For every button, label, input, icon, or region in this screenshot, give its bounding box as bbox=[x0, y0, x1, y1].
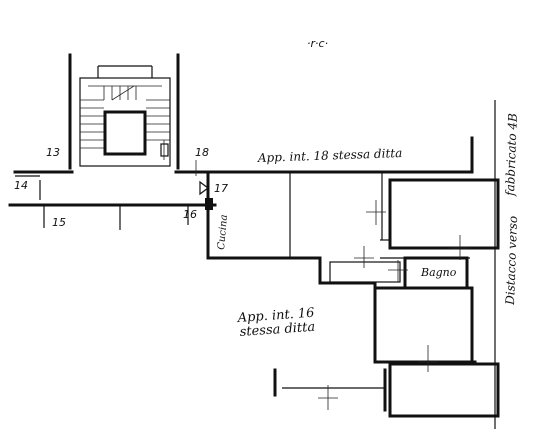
apt16-label-line2: stessa ditta bbox=[239, 320, 315, 340]
cucina-label: Cucina bbox=[216, 214, 230, 250]
bagno-label: Bagno bbox=[420, 266, 457, 279]
header-mark: ·r·c· bbox=[307, 37, 328, 50]
landing-corridor bbox=[8, 170, 474, 230]
distacco-label-line2: fabbricato 4B bbox=[503, 113, 520, 197]
apartment-walls bbox=[163, 100, 500, 429]
stairwell bbox=[68, 53, 180, 170]
distacco-label-line1: Distacco verso bbox=[503, 216, 520, 307]
apt16-label-line1: App. int. 16 bbox=[236, 306, 315, 326]
point-15: 15 bbox=[52, 216, 66, 229]
apt18-label: App. int. 18 stessa ditta bbox=[257, 146, 403, 165]
point-13: 13 bbox=[46, 146, 60, 159]
point-17: 17 bbox=[214, 182, 228, 195]
point-14: 14 bbox=[14, 179, 28, 192]
point-18: 18 bbox=[195, 146, 209, 159]
point-16: 16 bbox=[183, 208, 197, 221]
